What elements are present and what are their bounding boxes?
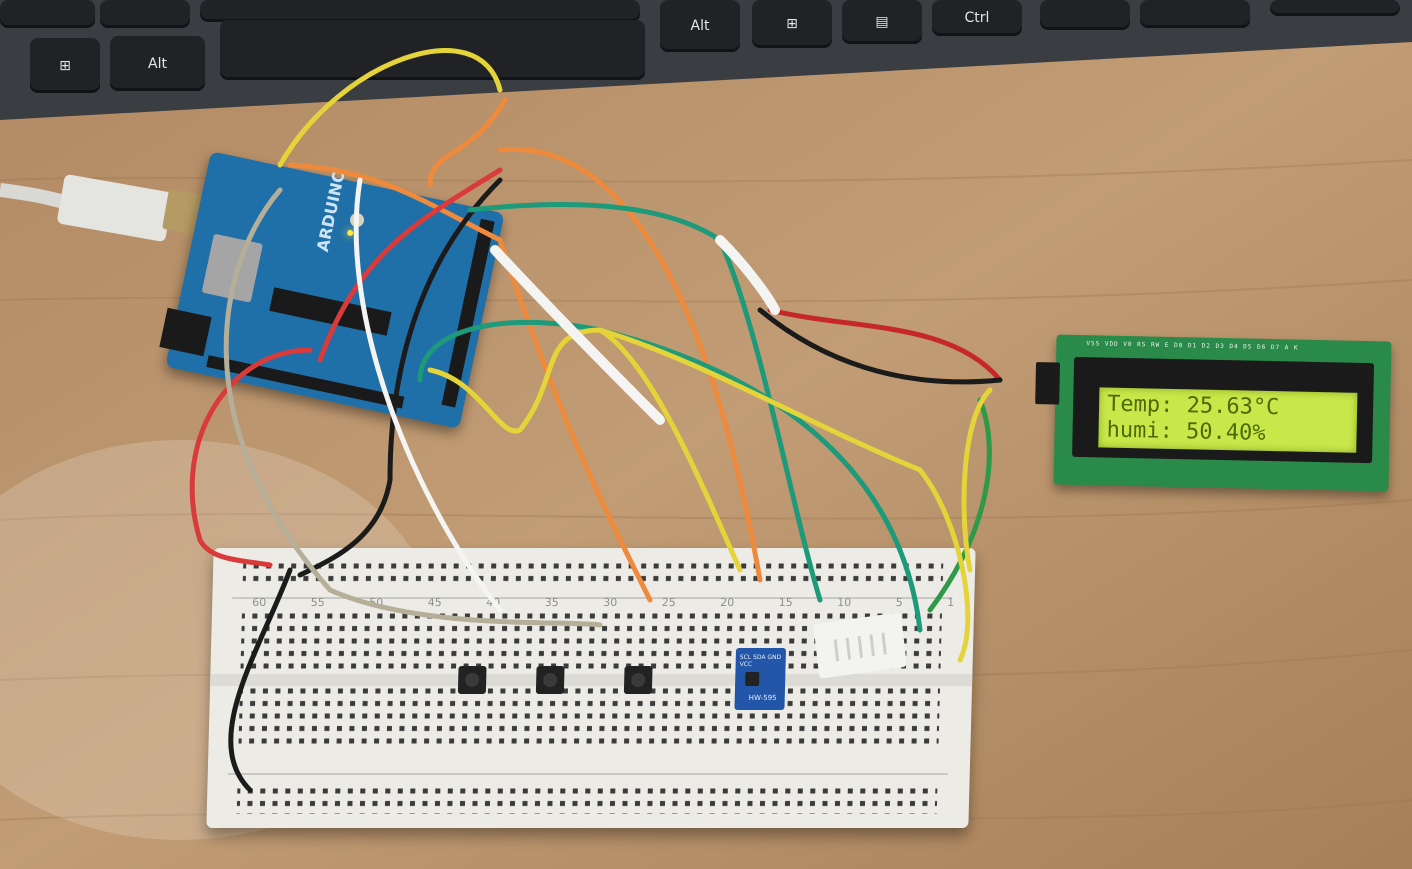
column-number: 40 bbox=[486, 596, 501, 609]
column-number: 55 bbox=[310, 596, 325, 609]
lcd-pin-labels: VSS VDD V0 RS RW E D0 D1 D2 D3 D4 D5 D6 … bbox=[1086, 340, 1299, 352]
reset-button bbox=[348, 211, 366, 229]
microcontroller-chip bbox=[269, 287, 392, 336]
column-number: 20 bbox=[720, 596, 735, 609]
keyboard-key bbox=[1270, 0, 1400, 16]
column-number: 60 bbox=[252, 596, 267, 609]
keyboard-key bbox=[1040, 0, 1130, 30]
lcd-screen: Temp: 25.63°C humi: 50.40% bbox=[1098, 387, 1358, 453]
keyboard-key bbox=[1140, 0, 1250, 28]
keyboard-key bbox=[0, 0, 95, 28]
keyboard-key bbox=[200, 0, 640, 22]
push-button bbox=[535, 666, 565, 694]
ctrl-key: Ctrl bbox=[932, 0, 1022, 36]
sensor-chip bbox=[745, 672, 760, 686]
alt-key: Alt bbox=[110, 36, 205, 91]
push-button bbox=[457, 666, 487, 694]
lcd-bezel: Temp: 25.63°C humi: 50.40% bbox=[1072, 356, 1375, 464]
column-numbers-top: 60 55 50 45 40 35 30 25 20 15 10 5 1 bbox=[252, 596, 954, 609]
push-button bbox=[623, 666, 653, 694]
sensor-module: SCL SDA GND VCC HW-595 bbox=[734, 648, 787, 710]
breadboard: 60 55 50 45 40 35 30 25 20 15 10 5 1 SCL… bbox=[206, 548, 976, 828]
lcd-connector bbox=[1035, 362, 1061, 405]
usb-port bbox=[201, 233, 263, 303]
column-number: 50 bbox=[369, 596, 384, 609]
column-number: 15 bbox=[778, 596, 793, 609]
alt-key: Alt bbox=[660, 0, 740, 52]
windows-key-icon: ⊞ bbox=[752, 0, 832, 48]
column-number: 5 bbox=[895, 596, 903, 609]
menu-key-icon: ▤ bbox=[842, 0, 922, 44]
lcd-module: VSS VDD V0 RS RW E D0 D1 D2 D3 D4 D5 D6 … bbox=[1035, 334, 1392, 492]
sensor-label: HW-595 bbox=[748, 694, 777, 702]
column-number: 30 bbox=[603, 596, 618, 609]
breadboard-holes bbox=[210, 558, 973, 814]
lcd-line-2: humi: 50.40% bbox=[1106, 417, 1266, 446]
column-number: 45 bbox=[427, 596, 442, 609]
column-number: 1 bbox=[947, 596, 955, 609]
power-led bbox=[346, 229, 354, 237]
sensor-pin-labels: SCL SDA GND VCC bbox=[739, 654, 782, 668]
windows-key-icon: ⊞ bbox=[30, 38, 100, 93]
column-number: 35 bbox=[544, 596, 559, 609]
column-number: 10 bbox=[837, 596, 852, 609]
keyboard-key bbox=[100, 0, 190, 28]
arduino-logo: ARDUINO bbox=[312, 167, 349, 254]
column-number: 25 bbox=[661, 596, 676, 609]
